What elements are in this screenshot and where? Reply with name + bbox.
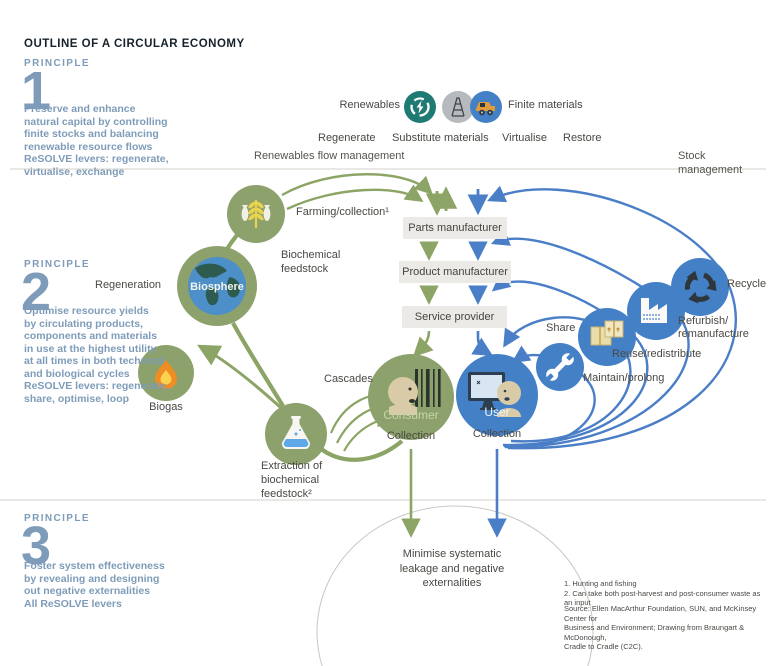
oil-derrick-icon: [442, 91, 474, 123]
principle-2-label: PRINCIPLE: [24, 259, 90, 270]
parts-manufacturer-box: Parts manufacturer: [403, 217, 507, 239]
lever-regenerate: Regenerate: [318, 132, 376, 144]
reuse-label: Reuse/redistribute: [612, 348, 702, 360]
collection-user-label: Collection: [472, 428, 522, 440]
principle-2-text: Optimise resource yields by circulating …: [24, 305, 169, 405]
minimise-label: Minimise systematic leakage and negative…: [399, 548, 505, 589]
reuse-boxes-icon: [578, 308, 636, 366]
principle-1-text: Preserve and enhance natural capital by …: [24, 103, 169, 178]
extraction-label: Extraction of biochemical feedstock²: [261, 460, 323, 500]
refurbish-label: Refurbish/ remanufacture: [678, 315, 749, 340]
recycle-label: Recycle: [727, 278, 767, 290]
extraction-flask-icon: [265, 403, 327, 465]
service-provider-box: Service provider: [402, 306, 507, 328]
cascades-label: Cascades: [324, 373, 373, 385]
principle-2-number: 2: [21, 262, 52, 322]
page-title: OUTLINE OF A CIRCULAR ECONOMY: [24, 38, 245, 50]
lever-restore: Restore: [563, 132, 602, 144]
user-label: User: [484, 405, 510, 419]
principle-3-text: Foster system effectiveness by revealing…: [24, 560, 165, 610]
maintain-label: Maintain/prolong: [583, 372, 665, 384]
biosphere-icon: [177, 246, 257, 326]
biogas-label: Biogas: [149, 401, 183, 413]
lever-virtualise: Virtualise: [502, 132, 548, 144]
finite-materials-label: Finite materials: [508, 99, 583, 111]
principle-1-number: 1: [21, 61, 52, 121]
mining-truck-icon: [470, 91, 502, 123]
consumer-label: Consumer: [383, 408, 439, 422]
recycle-icon: [671, 258, 729, 316]
consumer-icon: [368, 354, 454, 440]
source-note: Source: Ellen MacArthur Foundation, SUN,…: [564, 604, 757, 651]
leakage-ellipse: [316, 505, 594, 666]
stock-management-band: Stock management: [678, 150, 743, 176]
biochemical-feedstock-label: Biochemical feedstock: [281, 249, 341, 275]
renewables-flow-band: Renewables flow management: [254, 150, 405, 162]
principle-1-label: PRINCIPLE: [24, 58, 90, 69]
footnotes: 1. Hunting and fishing 2. Can take both …: [564, 579, 761, 607]
share-label: Share: [546, 322, 576, 334]
lever-substitute-materials: Substitute materials: [392, 132, 489, 144]
collection-consumer-label: Collection: [386, 430, 436, 442]
principle-3-label: PRINCIPLE: [24, 513, 90, 524]
biogas-icon: [138, 345, 194, 401]
farming-label: Farming/collection¹: [296, 206, 389, 218]
farming-icon: [227, 185, 285, 243]
renewables-icon: [404, 91, 436, 123]
user-icon: [456, 354, 538, 436]
refurbish-factory-icon: [627, 282, 685, 340]
principle-3-number: 3: [21, 516, 52, 576]
product-manufacturer-box: Product manufacturer: [399, 261, 511, 283]
maintain-wrench-icon: [536, 343, 584, 391]
renewables-label: Renewables: [339, 99, 400, 111]
biosphere-label: Biosphere: [190, 281, 244, 293]
regeneration-label: Regeneration: [95, 279, 162, 291]
